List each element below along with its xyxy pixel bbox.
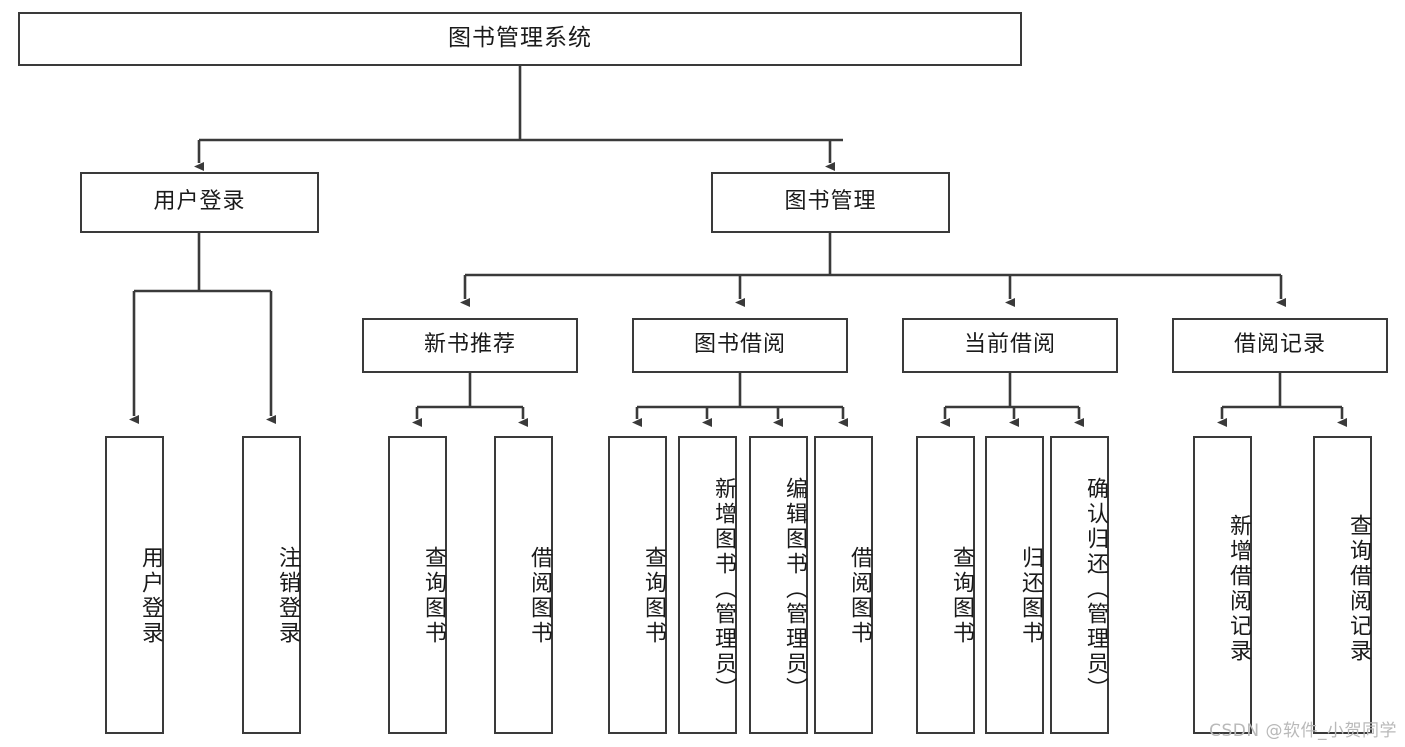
node-book-management[interactable]: 图书管理 (711, 172, 950, 233)
node-label: 新书推荐 (423, 332, 516, 358)
leaf-user-login-login[interactable]: 用户登录 (105, 436, 164, 734)
leaf-user-login-logout[interactable]: 注销登录 (242, 436, 301, 734)
node-label: 图书借阅 (693, 332, 786, 358)
leaf-book-borrow-edit-book-admin[interactable]: 编辑图书（管理员） (749, 436, 808, 734)
leaf-book-borrow-add-book-admin[interactable]: 新增图书（管理员） (678, 436, 737, 734)
node-label: 图书管理系统 (448, 25, 592, 52)
node-book-borrow[interactable]: 图书借阅 (632, 318, 848, 373)
leaf-current-borrow-return-book[interactable]: 归还图书 (985, 436, 1044, 734)
node-label: 编辑图书（管理员） (782, 476, 807, 702)
node-root-system[interactable]: 图书管理系统 (18, 12, 1022, 66)
node-label: 借阅图书 (847, 546, 872, 646)
leaf-borrow-record-add-record[interactable]: 新增借阅记录 (1193, 436, 1252, 734)
node-label: 查询图书 (641, 546, 666, 646)
watermark-text: CSDN @软件_小贺同学 (1209, 721, 1397, 741)
node-label: 当前借阅 (963, 332, 1056, 358)
node-label: 归还图书 (1018, 546, 1043, 646)
leaf-book-borrow-query-book[interactable]: 查询图书 (608, 436, 667, 734)
node-label: 借阅图书 (527, 546, 552, 646)
node-label: 新增图书（管理员） (711, 476, 736, 702)
node-label: 查询借阅记录 (1346, 514, 1371, 664)
node-new-book-recommend[interactable]: 新书推荐 (362, 318, 578, 373)
node-user-login[interactable]: 用户登录 (80, 172, 319, 233)
node-label: 图书管理 (784, 189, 877, 215)
leaf-current-borrow-confirm-return-admin[interactable]: 确认归还（管理员） (1050, 436, 1109, 734)
node-current-borrow[interactable]: 当前借阅 (902, 318, 1118, 373)
node-label: 新增借阅记录 (1226, 514, 1251, 664)
node-label: 注销登录 (275, 546, 300, 646)
leaf-borrow-record-query-record[interactable]: 查询借阅记录 (1313, 436, 1372, 734)
leaf-new-book-borrow-book[interactable]: 借阅图书 (494, 436, 553, 734)
node-label: 确认归还（管理员） (1083, 476, 1108, 702)
leaf-current-borrow-query-book[interactable]: 查询图书 (916, 436, 975, 734)
node-label: 用户登录 (153, 189, 246, 215)
node-label: 查询图书 (421, 546, 446, 646)
node-borrow-record[interactable]: 借阅记录 (1172, 318, 1388, 373)
node-label: 借阅记录 (1233, 332, 1326, 358)
node-label: 查询图书 (949, 546, 974, 646)
leaf-book-borrow-borrow-book[interactable]: 借阅图书 (814, 436, 873, 734)
node-label: 用户登录 (138, 546, 163, 646)
leaf-new-book-query-book[interactable]: 查询图书 (388, 436, 447, 734)
